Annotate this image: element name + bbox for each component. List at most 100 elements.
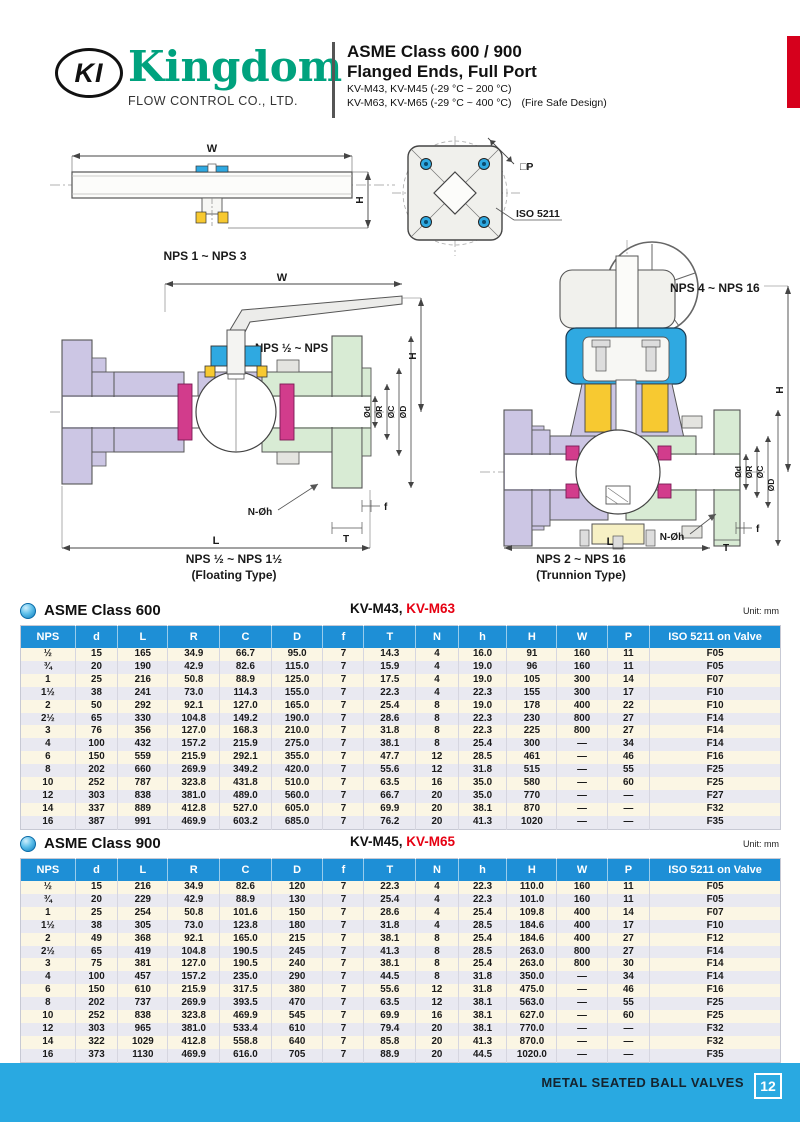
table-cell: 787 — [117, 777, 169, 790]
table-cell: 168.3 — [219, 725, 272, 739]
table-cell: F05 — [649, 660, 781, 674]
table-cell: 25.4 — [458, 958, 508, 972]
table-cell: 27 — [607, 725, 651, 739]
table-cell: 202 — [75, 764, 119, 778]
table-cell: F25 — [649, 764, 781, 778]
table-cell: F35 — [649, 1048, 781, 1063]
table-cell: 7 — [322, 906, 365, 920]
table-cell: 7 — [322, 802, 365, 816]
table-cell: 8 — [415, 699, 459, 713]
table-cell: 165.0 — [219, 932, 272, 946]
table-cell: 419 — [117, 945, 169, 959]
table-cell: 12 — [415, 984, 459, 998]
table-cell: 605.0 — [271, 802, 324, 816]
table-cell: 215.9 — [219, 738, 272, 752]
table-cell: 22.3 — [458, 725, 508, 739]
company-name: FLOW CONTROL CO., LTD. — [128, 94, 299, 108]
table-cell: 254 — [117, 906, 169, 920]
dim-f-label: f — [384, 502, 388, 513]
table-cell: 34 — [607, 738, 651, 752]
table-cell: 229 — [117, 893, 169, 907]
table-cell: 400 — [556, 699, 608, 713]
table-cell: 11 — [607, 660, 651, 674]
table-cell: 85.8 — [363, 1035, 417, 1049]
table-cell: 20 — [415, 1022, 459, 1036]
table-cell: 14.3 — [363, 648, 417, 661]
table-title: ASME Class 600 — [44, 602, 161, 619]
table-cell: 12 — [20, 1022, 76, 1036]
table-cell: 8 — [20, 997, 76, 1011]
trunnion-valve-drawing: NPS 4 ~ NPS 16 H Ød ØR ØC ØD N-Øh f T L — [480, 240, 791, 552]
table-cell: 4 — [415, 919, 459, 933]
table-cell: F12 — [649, 932, 781, 946]
model-range-2: KV-M63, KV-M65 (-29 °C ~ 400 °C)(Fire Sa… — [347, 97, 607, 109]
table-cell: 2½ — [20, 945, 76, 959]
dim-h-label: H — [408, 352, 419, 359]
table-cell: 55.6 — [363, 984, 417, 998]
table-cell: 7 — [322, 751, 365, 765]
model-codes: KV-M45, KV-M65 — [350, 834, 456, 849]
table-cell: 160 — [556, 648, 608, 661]
asme-class-900-section: ASME Class 900 KV-M45, KV-M65 Unit: mm N… — [20, 831, 781, 1063]
table-cell: 8 — [415, 945, 459, 959]
table-cell: 275.0 — [271, 738, 324, 752]
table-cell: 15 — [75, 648, 119, 661]
table-cell: 38.1 — [363, 738, 417, 752]
table-cell: 210.0 — [271, 725, 324, 739]
table-cell: 19.0 — [458, 673, 508, 687]
table-cell: 15.9 — [363, 660, 417, 674]
dim-c-label: ØC — [386, 406, 396, 419]
table-cell: 11 — [607, 893, 651, 907]
table-cell: 28.5 — [458, 751, 508, 765]
table-cell: 50.8 — [167, 906, 221, 920]
table-cell: 202 — [75, 997, 119, 1011]
table-title-row: ASME Class 900 KV-M45, KV-M65 Unit: mm — [20, 831, 781, 856]
table-cell: 22 — [607, 699, 651, 713]
table-cell: 7 — [322, 919, 365, 933]
column-header: f — [322, 625, 365, 648]
lever-range-label: NPS ½ ~ NPS ¾ — [255, 343, 342, 355]
table-cell: 2½ — [20, 712, 76, 726]
unit-label: Unit: mm — [743, 606, 779, 616]
table-cell: 27 — [607, 945, 651, 959]
column-header: P — [607, 858, 651, 881]
table-cell: 20 — [75, 660, 119, 674]
table-cell: 412.8 — [167, 802, 221, 816]
table-cell: 245 — [271, 945, 324, 959]
table-cell: 7 — [322, 945, 365, 959]
table-cell: 991 — [117, 815, 169, 830]
table-cell: 292.1 — [219, 751, 272, 765]
table-cell: 65 — [75, 945, 119, 959]
dim-nh-label: N-Øh — [660, 532, 684, 543]
table-cell: 22.3 — [458, 686, 508, 700]
table-cell: 7 — [322, 881, 365, 894]
table-cell: 149.2 — [219, 712, 272, 726]
table-cell: — — [556, 984, 608, 998]
table-cell: F10 — [649, 686, 781, 700]
table-cell: 1020.0 — [506, 1048, 558, 1063]
fire-safe-note: (Fire Safe Design) — [521, 97, 607, 109]
table-cell: 380 — [271, 984, 324, 998]
page-footer: METAL SEATED BALL VALVES 12 — [0, 1063, 800, 1122]
table-cell: 7 — [322, 738, 365, 752]
table-cell: 28.6 — [363, 906, 417, 920]
table-cell: 400 — [556, 932, 608, 946]
column-header: d — [75, 625, 119, 648]
table-cell: 160 — [556, 881, 608, 894]
table-cell: 178 — [506, 699, 558, 713]
table-cell: 215 — [271, 932, 324, 946]
table-cell: 25.4 — [363, 699, 417, 713]
table-cell: 563.0 — [506, 997, 558, 1011]
table-cell: 41.3 — [458, 815, 508, 830]
table-cell: 800 — [556, 958, 608, 972]
table-cell: 130 — [271, 893, 324, 907]
brand-name: Kingdom — [128, 42, 343, 91]
table-cell: 215.9 — [167, 984, 221, 998]
table-cell: 510.0 — [271, 777, 324, 790]
wafer-valve-drawing: W H — [50, 143, 395, 229]
